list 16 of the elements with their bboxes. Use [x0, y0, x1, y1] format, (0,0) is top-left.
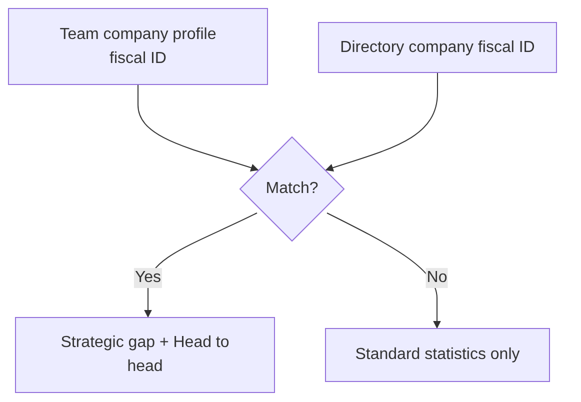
edge-label: Yes: [134, 268, 162, 288]
arrow: [325, 72, 438, 172]
process-box: [15, 317, 275, 393]
process-box: [8, 8, 268, 85]
node-label: Strategic gap + Head to head: [60, 333, 230, 377]
edge-label: No: [426, 268, 448, 288]
node-label: Directory company fiscal ID: [339, 38, 536, 58]
arrow: [138, 84, 259, 172]
arrow: [144, 212, 258, 318]
process-box: [318, 22, 557, 73]
process-box: [325, 328, 550, 382]
node-label: Team company profile fiscal ID: [58, 24, 218, 68]
decision-diamond: [239, 136, 345, 242]
node-label: Match?: [266, 179, 318, 199]
arrow: [326, 212, 441, 329]
node-label: Standard statistics only: [354, 345, 521, 365]
